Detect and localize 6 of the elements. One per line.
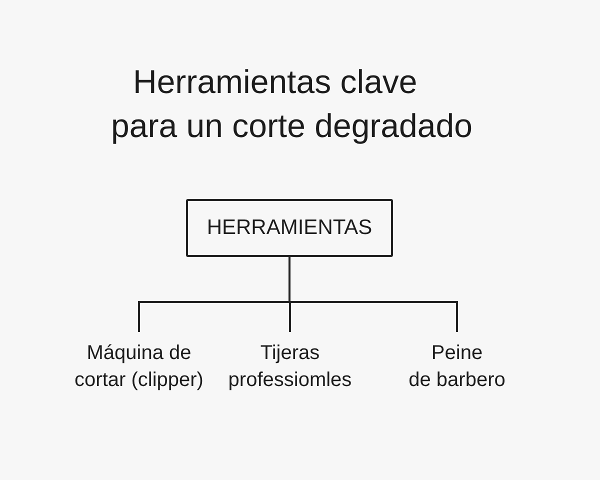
box-label: HERRAMIENTAS bbox=[206, 216, 372, 240]
diagram-title: Herramientas clave para un corte degradado bbox=[111, 62, 474, 146]
category-box bbox=[186, 199, 393, 257]
tool-label: Tijeras professiomles bbox=[218, 332, 362, 394]
tool-label: Máquina de cortar (clipper) bbox=[60, 332, 218, 394]
tool-label: Peine de barbero bbox=[402, 332, 512, 394]
